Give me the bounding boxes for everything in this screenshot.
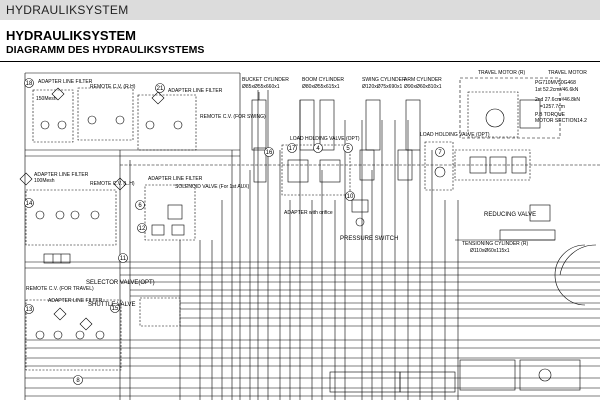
label-pg-code: PG710MV50G468	[535, 80, 576, 86]
marker-4: 4	[316, 146, 320, 152]
label-remote-cv-rh: REMOTE C.V. (R.H)	[90, 84, 136, 90]
label-remote-cv-swing: REMOTE C.V. (FOR SWING)	[200, 114, 266, 120]
label-remote-cv-travel: REMOTE C.V. (FOR TRAVEL)	[26, 286, 94, 292]
label-boom-cylinder: BOOM CYLINDER	[302, 77, 344, 83]
boom-cylinder	[299, 99, 315, 151]
label-arm-dim: Ø90xØ60x810x1	[404, 84, 442, 90]
marker-15: 15	[112, 306, 119, 312]
top-header-bar: HYDRAULIKSYSTEM	[0, 0, 600, 20]
label-swing-dim: Ø120xØ75x690x1	[362, 84, 403, 90]
label-spec-3: =1257.7cm	[540, 104, 565, 110]
label-mesh-150: 150Mesh	[36, 96, 57, 102]
marker-18: 18	[26, 81, 33, 87]
label-tension-dim: Ø110xØ60x115x1	[470, 248, 510, 254]
label-travel-motor-left: TRAVEL MOTOR (R)	[478, 70, 525, 76]
label-arm-cylinder: ARM CYLINDER	[404, 77, 442, 83]
marker-6: 6	[138, 203, 142, 209]
label-spec-2: 2nd 27.6cm³/46.8kN	[535, 97, 580, 103]
label-adapter-line-filter-tl: ADAPTER LINE FILTER	[38, 79, 93, 85]
label-bucket-cylinder: BUCKET CYLINDER	[242, 77, 289, 83]
label-torque: P.B TORQUE	[535, 112, 566, 118]
label-tensioning-cylinder: TENSIONING CYLINDER (R)	[462, 241, 528, 247]
swing-cylinder	[365, 99, 381, 151]
marker-8: 8	[76, 378, 80, 384]
page-subtitle: DIAGRAMM DES HYDRAULIKSYSTEMS	[6, 44, 205, 56]
marker-14: 14	[26, 201, 33, 207]
arm-cylinder	[405, 99, 421, 151]
marker-13: 13	[26, 307, 33, 313]
label-pressure-switch: PRESSURE SWITCH	[340, 236, 398, 242]
label-bucket-dim: Ø85xØ55x660x1	[242, 84, 280, 90]
svg-text:ADAPTER LINE FILTER: ADAPTER LINE FILTER	[38, 79, 93, 85]
label-adapter-line-filter-bl: ADAPTER LINE FILTER	[48, 298, 103, 304]
label-solenoid-valve: SOLENOID VALVE (For 1st AUX)	[175, 184, 250, 190]
page-title: HYDRAULIKSYSTEM	[6, 28, 137, 43]
label-mesh-100: 100Mesh	[34, 178, 55, 184]
label-swing-cylinder: SWING CYLINDER	[362, 77, 406, 83]
label-load-holding-left: LOAD HOLDING VALVE (OPT)	[290, 136, 360, 142]
label-reducing-valve: REDUCING VALVE	[484, 212, 536, 218]
label-adapter-line-filter-sol: ADAPTER LINE FILTER	[148, 176, 203, 182]
label-adapter-orifice: ADAPTER with orifice	[284, 210, 333, 216]
label-adapter-line-filter-top: ADAPTER LINE FILTER	[168, 88, 223, 94]
label-spec-1: 1st 52.2cm³/46.6kN	[535, 87, 579, 93]
marker-10: 10	[347, 194, 354, 200]
label-adapter-line-filter-mid: ADAPTER LINE FILTER	[34, 172, 89, 178]
bucket-cylinder	[251, 99, 267, 151]
label-boom-dim: Ø80xØ55x615x1	[302, 84, 340, 90]
label-shuttle-valve: SHUTTLE VALVE	[88, 302, 135, 308]
title-divider	[0, 61, 600, 62]
marker-7: 7	[438, 150, 442, 156]
label-motor-section: MOTOR SECTION14.2	[535, 118, 587, 124]
marker-17: 17	[289, 146, 296, 152]
label-remote-cv-lh: REMOTE C.V. (L.H)	[90, 181, 135, 187]
section-header: HYDRAULIKSYSTEM	[6, 3, 129, 17]
marker-12: 12	[139, 226, 146, 232]
marker-21: 21	[157, 86, 164, 92]
remote-cv-block-tl	[32, 89, 74, 143]
marker-5: 5	[346, 146, 350, 152]
marker-11: 11	[120, 256, 127, 262]
label-selector-valve: SELECTOR VALVE(OPT)	[86, 280, 155, 286]
marker-16: 16	[266, 150, 273, 156]
label-travel-motor-right: TRAVEL MOTOR	[548, 70, 587, 76]
label-load-holding-right: LOAD HOLDING VALVE (OPT)	[420, 132, 490, 138]
